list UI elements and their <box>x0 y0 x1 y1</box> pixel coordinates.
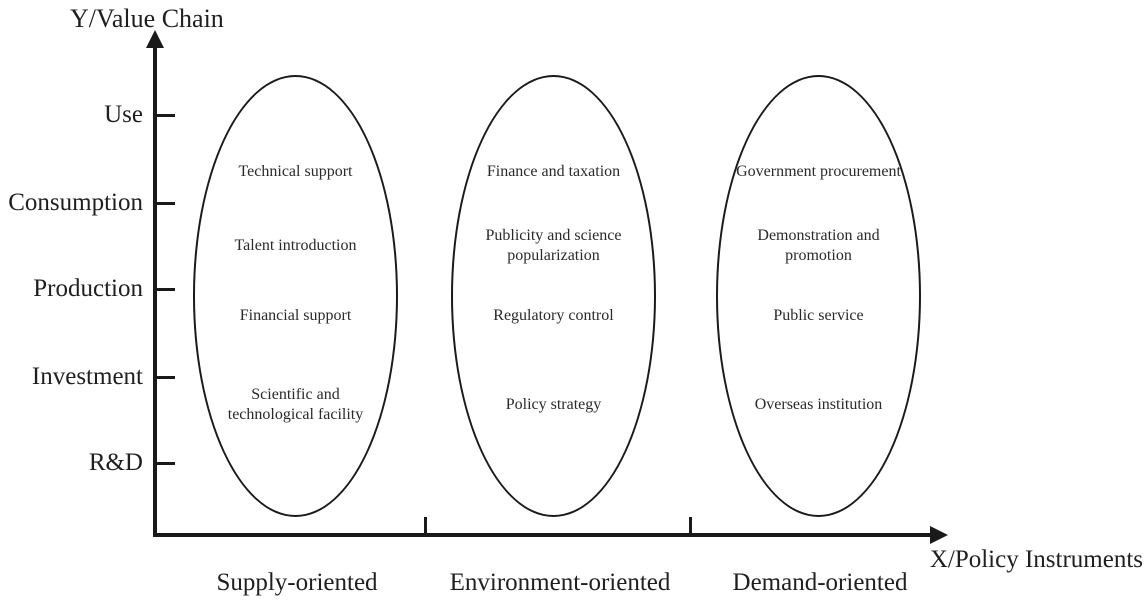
y-axis-title: Y/Value Chain <box>70 4 224 33</box>
y-tick <box>157 114 175 117</box>
y-tick-label-consumption: Consumption <box>8 189 143 216</box>
ellipse-supply: Technical support Talent introduction Fi… <box>193 75 398 517</box>
y-tick <box>157 288 175 291</box>
policy-item: Technical support <box>238 163 353 180</box>
policy-item: Publicity and science popularization <box>485 227 622 264</box>
policy-item: Regulatory control <box>493 307 614 324</box>
ellipse-demand: Government procurement Demonstration and… <box>716 75 921 517</box>
y-tick <box>157 376 175 379</box>
policy-item: Public service <box>773 307 864 324</box>
x-axis-line <box>153 533 932 537</box>
ellipse-environment: Finance and taxation Publicity and scien… <box>451 75 656 517</box>
x-axis-title: X/Policy Instruments <box>929 546 1143 573</box>
x-category-label-supply: Supply-oriented <box>216 569 378 596</box>
ellipse-outline <box>451 75 656 517</box>
x-tick <box>424 517 427 534</box>
policy-item: Government procurement <box>736 163 901 180</box>
policy-item: Scientific and technological facility <box>227 386 364 423</box>
policy-item: Financial support <box>239 307 352 324</box>
x-axis-arrow-icon <box>930 526 948 544</box>
y-tick-label-investment: Investment <box>31 363 143 390</box>
policy-item: Finance and taxation <box>486 163 621 180</box>
ellipse-outline <box>193 75 398 517</box>
y-tick <box>157 202 175 205</box>
y-tick-label-production: Production <box>33 275 143 302</box>
y-tick-label-rd: R&D <box>88 449 143 476</box>
y-axis-line <box>153 46 157 537</box>
policy-item: Overseas institution <box>754 396 883 413</box>
x-category-label-environment: Environment-oriented <box>449 569 671 596</box>
policy-item: Talent introduction <box>234 237 357 254</box>
policy-item: Policy strategy <box>505 396 602 413</box>
y-axis-arrow-icon <box>146 30 164 48</box>
x-category-label-demand: Demand-oriented <box>732 569 908 596</box>
ellipse-outline <box>716 75 921 517</box>
y-tick <box>157 462 175 465</box>
policy-item: Demonstration and promotion <box>757 227 880 264</box>
x-tick <box>689 517 692 534</box>
y-tick-label-use: Use <box>104 101 143 128</box>
